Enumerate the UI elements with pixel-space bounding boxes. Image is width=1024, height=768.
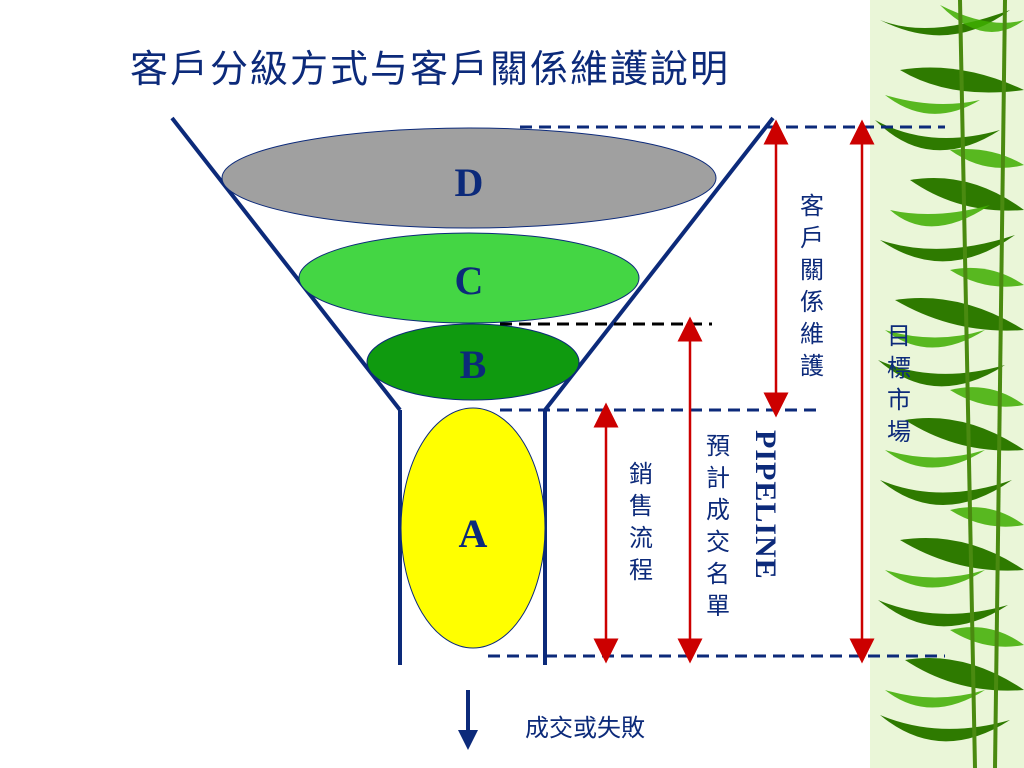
relationship-label: 客戶關係維護 (800, 192, 824, 380)
bamboo-decoration (870, 0, 1024, 768)
target-market-label: 目標市場 (887, 322, 911, 446)
stage-c: C (298, 232, 640, 324)
funnel-outline (170, 116, 775, 665)
stage-b: B (366, 323, 580, 401)
sales-process-label: 銷售流程 (629, 460, 653, 584)
outcome-label: 成交或失敗 (525, 714, 645, 742)
stage-a-label: A (459, 511, 488, 556)
stage-c-label: C (455, 258, 484, 303)
page-title: 客戶分級方式与客戶關係維護說明 (129, 47, 730, 91)
stage-d: D (221, 127, 717, 229)
range-arrows (593, 119, 875, 664)
pipeline-label: PIPELINE (749, 430, 782, 580)
outcome-arrow (458, 690, 478, 750)
stage-b-label: B (460, 342, 487, 387)
expected-deals-label: 預計成交名單 (706, 432, 730, 620)
stage-d-label: D (455, 160, 484, 205)
stage-a: A (400, 407, 546, 649)
